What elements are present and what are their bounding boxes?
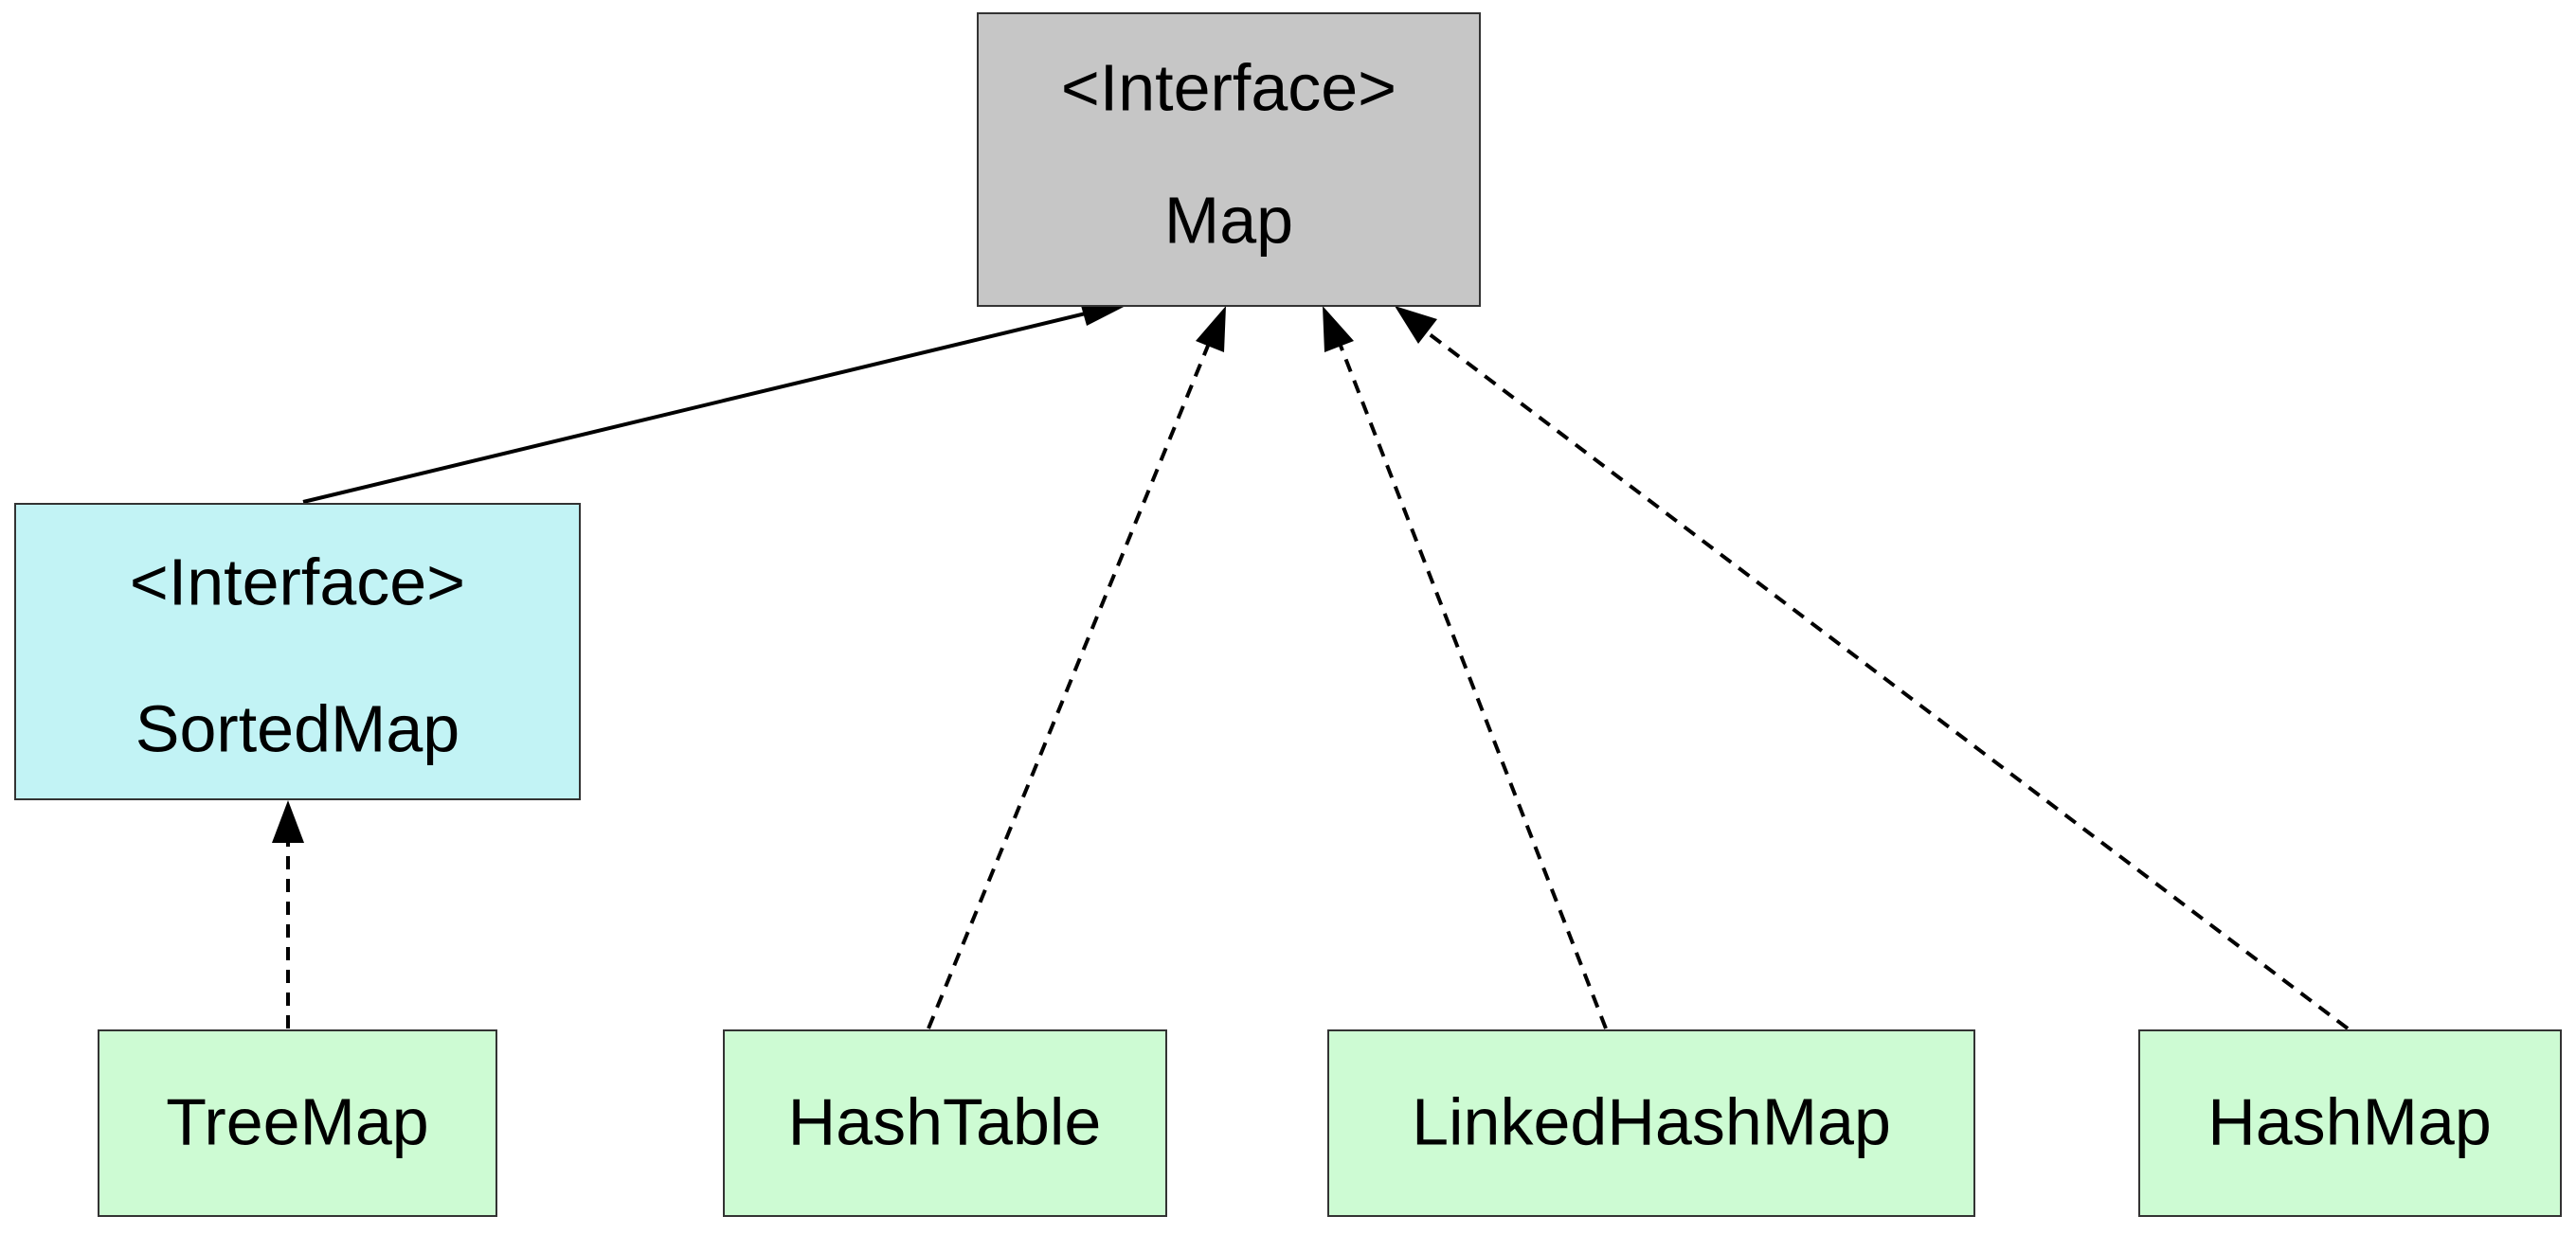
node-hashtable-box: [723, 1029, 1167, 1217]
node-map-box: [977, 12, 1481, 307]
arrowhead-hashtable-to-map: [1196, 306, 1226, 352]
edge-hashmap-to-map: [1424, 330, 2350, 1030]
edge-hashtable-to-map: [927, 345, 1210, 1029]
arrowhead-hashmap-to-map: [1395, 306, 1437, 344]
node-map-stereotype: <Interface>: [1061, 50, 1396, 124]
node-sortedmap-box: [14, 503, 581, 800]
node-sortedmap-name: SortedMap: [135, 691, 459, 765]
node-linkedhashmap-box: [1327, 1029, 1975, 1217]
node-treemap-name: TreeMap: [166, 1084, 429, 1158]
edge-linkedhashmap-to-map: [1339, 345, 1608, 1029]
node-hashmap: HashMap: [2138, 1029, 2562, 1217]
node-treemap: TreeMap: [98, 1029, 497, 1217]
edges: [272, 295, 2350, 1030]
node-map-name: Map: [1164, 183, 1293, 257]
node-hashmap-name: HashMap: [2207, 1084, 2492, 1158]
arrowhead-treemap-to-sortedmap: [272, 800, 304, 843]
node-hashtable-name: HashTable: [788, 1084, 1102, 1158]
node-hashtable: HashTable: [723, 1029, 1167, 1217]
node-map: <Interface> Map: [977, 12, 1481, 307]
node-linkedhashmap: LinkedHashMap: [1327, 1029, 1975, 1217]
edge-sortedmap-to-map: [302, 311, 1090, 504]
node-sortedmap-stereotype: <Interface>: [130, 545, 465, 618]
node-treemap-box: [98, 1029, 497, 1217]
node-linkedhashmap-name: LinkedHashMap: [1412, 1084, 1891, 1158]
node-sortedmap: <Interface> SortedMap: [14, 503, 581, 800]
node-hashmap-box: [2138, 1029, 2562, 1217]
arrowhead-linkedhashmap-to-map: [1323, 306, 1354, 352]
